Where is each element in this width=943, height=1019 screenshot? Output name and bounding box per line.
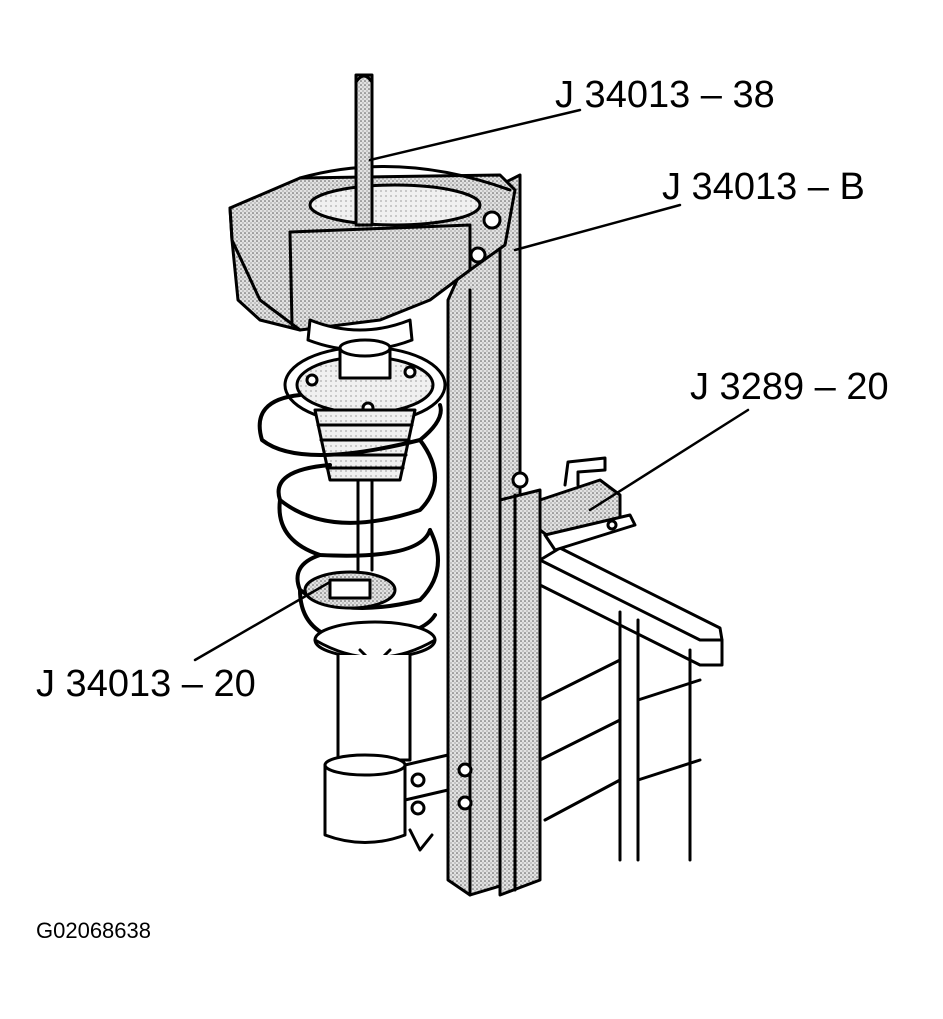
upper-cup-arm [228, 164, 517, 332]
leader-lines [193, 108, 750, 662]
strut-rod [356, 478, 374, 572]
strut-body [323, 653, 473, 852]
lower-spring-plate [303, 570, 437, 667]
upper-strut-mount [283, 318, 447, 425]
rod-tool [354, 73, 374, 227]
figure-id: G02068638 [36, 918, 151, 943]
callout-compressor: J 34013 – B [662, 166, 865, 208]
compressor-column [446, 173, 542, 897]
leader-lower-plate [193, 580, 332, 662]
callout-adapter: J 3289 – 20 [690, 366, 889, 408]
leader-rod-tool [368, 108, 582, 162]
leader-adapter [588, 408, 750, 512]
leader-compressor [513, 203, 682, 252]
workbench [538, 546, 724, 862]
callout-lower-plate: J 34013 – 20 [36, 663, 256, 705]
adapter-bracket [538, 456, 637, 552]
callout-rod-tool: J 34013 – 38 [555, 74, 775, 116]
